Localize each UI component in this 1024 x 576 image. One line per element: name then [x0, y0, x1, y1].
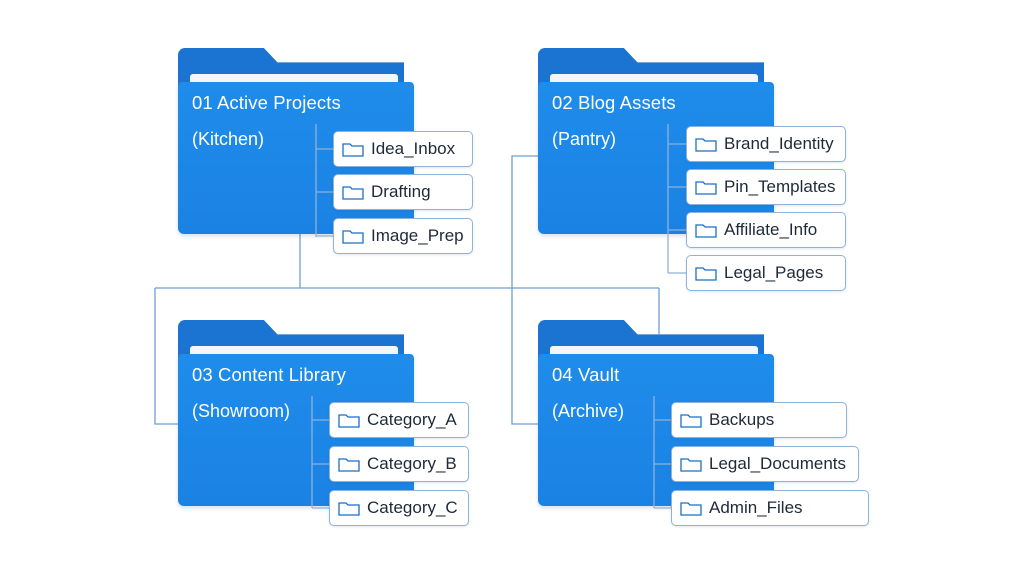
folder-subtitle: (Kitchen) [192, 129, 265, 149]
subfolder-backups[interactable]: Backups [671, 402, 847, 438]
folder-title: 02 Blog Assets [552, 92, 676, 113]
subfolder-branch [667, 124, 686, 274]
subfolder-label: Admin_Files [709, 498, 803, 517]
folder-icon [342, 143, 364, 157]
subfolder-pin-templates[interactable]: Pin_Templates [686, 169, 846, 205]
folder-group-04: 04 Vault (Archive) Backups Legal_Documen… [538, 320, 869, 526]
subfolder-label: Legal_Pages [724, 263, 824, 282]
folder-content-library[interactable]: 03 Content Library (Showroom) [178, 320, 414, 506]
subfolder-admin-files[interactable]: Admin_Files [671, 490, 869, 526]
folder-icon [695, 138, 717, 152]
subfolder-branch [653, 396, 671, 509]
folder-subtitle: (Showroom) [192, 401, 291, 421]
folder-icon [342, 230, 364, 244]
subfolder-label: Idea_Inbox [371, 139, 456, 158]
folder-subtitle: (Pantry) [552, 129, 617, 149]
subfolder-category-a[interactable]: Category_A [329, 402, 469, 438]
subfolder-label: Pin_Templates [724, 177, 836, 196]
subfolder-category-c[interactable]: Category_C [329, 490, 469, 526]
folder-icon [342, 186, 364, 200]
subfolder-label: Backups [709, 410, 775, 429]
subfolder-branch [311, 396, 329, 509]
connector-02 [511, 155, 538, 288]
folder-title: 01 Active Projects [192, 92, 341, 113]
subfolder-legal-pages[interactable]: Legal_Pages [686, 255, 846, 291]
subfolder-affiliate-info[interactable]: Affiliate_Info [686, 212, 846, 248]
folder-icon [695, 224, 717, 238]
subfolder-label: Affiliate_Info [724, 220, 818, 239]
subfolder-label: Brand_Identity [724, 134, 834, 153]
subfolder-label: Category_B [367, 454, 457, 473]
subfolder-branch [315, 124, 333, 237]
connector-04 [511, 288, 538, 425]
subfolder-label: Legal_Documents [709, 454, 847, 473]
subfolder-label: Category_C [367, 498, 458, 517]
subfolder-label: Image_Prep [371, 226, 464, 245]
folder-title: 04 Vault [552, 364, 620, 385]
folder-icon [680, 414, 702, 428]
folder-title: 03 Content Library [192, 364, 347, 385]
folder-icon [338, 414, 360, 428]
connector-03 [154, 288, 178, 425]
folder-subtitle: (Archive) [552, 401, 625, 421]
subfolder-legal-documents[interactable]: Legal_Documents [671, 446, 859, 482]
folder-blog-assets[interactable]: 02 Blog Assets (Pantry) [538, 48, 774, 234]
subfolder-idea-inbox[interactable]: Idea_Inbox [333, 131, 473, 167]
folder-icon [338, 458, 360, 472]
folder-icon [680, 458, 702, 472]
folder-icon [680, 502, 702, 516]
folder-group-01: 01 Active Projects (Kitchen) Idea_Inbox … [178, 48, 478, 254]
subfolder-label: Category_A [367, 410, 457, 429]
folder-group-03: 03 Content Library (Showroom) Category_A… [178, 320, 478, 526]
folder-icon [695, 267, 717, 281]
subfolder-image-prep[interactable]: Image_Prep [333, 218, 473, 254]
folder-icon [695, 181, 717, 195]
folder-icon [338, 502, 360, 516]
folder-group-02: 02 Blog Assets (Pantry) Brand_Identity P… [538, 48, 846, 291]
subfolder-drafting[interactable]: Drafting [333, 174, 473, 210]
subfolder-brand-identity[interactable]: Brand_Identity [686, 126, 846, 162]
subfolder-category-b[interactable]: Category_B [329, 446, 469, 482]
subfolder-label: Drafting [371, 182, 431, 201]
